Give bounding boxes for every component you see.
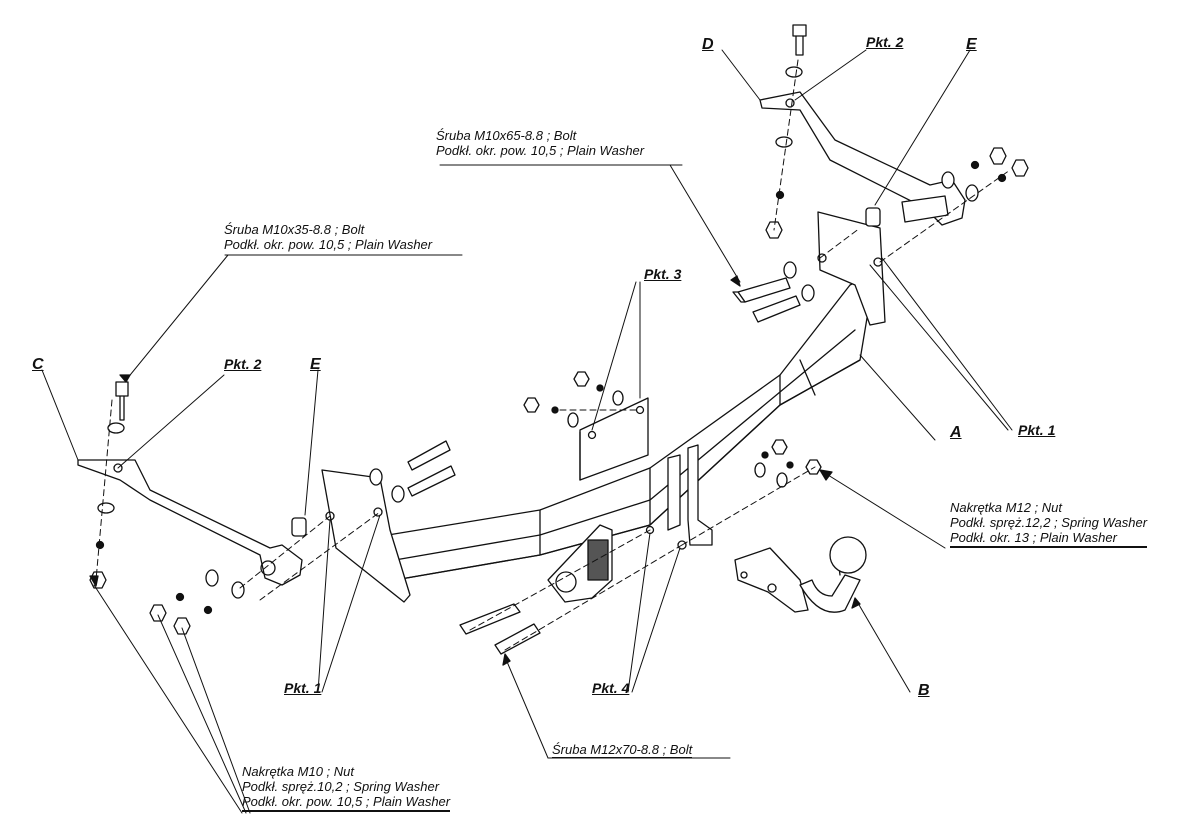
spring-washers	[95, 160, 1007, 615]
left-side-arm	[77, 459, 303, 586]
note-nut-m10-line-2: Podkł. spręż.10,2 ; Spring Washer	[242, 779, 440, 794]
note-nut-m12-line-2: Podkł. spręż.12,2 ; Spring Washer	[950, 515, 1148, 530]
label-c: C	[32, 356, 44, 373]
note-nut-m10: Nakrętka M10 ; Nut Podkł. spręż.10,2 ; S…	[242, 764, 451, 812]
note-nut-m12-line-1: Nakrętka M12 ; Nut	[950, 500, 1062, 515]
note-bolt-m12x70: Śruba M12x70-8.8 ; Bolt	[552, 742, 693, 758]
note-bolt-m10x65: Śruba M10x65-8.8 ; Bolt Podkł. okr. pow.…	[436, 128, 644, 158]
note-nut-m12-line-3: Podkł. okr. 13 ; Plain Washer	[950, 530, 1148, 548]
pkt-1-left: Pkt. 1	[284, 680, 322, 696]
note-bolt-m10x35: Śruba M10x35-8.8 ; Bolt Podkł. okr. pow.…	[224, 222, 432, 252]
ball-mount-brackets	[645, 444, 713, 550]
label-b: B	[918, 682, 930, 699]
pkt-1-right: Pkt. 1	[1018, 422, 1056, 438]
note-bolt-m10x65-line-2: Podkł. okr. pow. 10,5 ; Plain Washer	[436, 143, 645, 158]
spacer-tubes	[291, 207, 881, 537]
leader-arrowheads	[89, 275, 861, 666]
note-bolt-m10x35-line-2: Podkł. okr. pow. 10,5 ; Plain Washer	[224, 237, 433, 252]
pkt-4: Pkt. 4	[592, 680, 630, 696]
pkt-3: Pkt. 3	[644, 266, 682, 282]
pkt-2-left: Pkt. 2	[224, 356, 262, 372]
label-d: D	[702, 36, 714, 53]
note-nut-m10-line-1: Nakrętka M10 ; Nut	[242, 764, 354, 779]
label-a: A	[950, 424, 962, 441]
note-bolt-m10x35-line-1: Śruba M10x35-8.8 ; Bolt	[224, 222, 365, 237]
nuts	[89, 147, 1029, 635]
centre-hanger-bracket	[579, 397, 649, 481]
label-e-left: E	[310, 356, 321, 373]
leader-lines	[41, 49, 1013, 814]
label-e-right: E	[966, 36, 977, 53]
right-side-arm	[759, 91, 966, 226]
pkt-2-top: Pkt. 2	[866, 34, 904, 50]
tow-ball-detachable	[734, 536, 867, 613]
socket-plate	[547, 524, 613, 603]
note-nut-m12: Nakrętka M12 ; Nut Podkł. spręż.12,2 ; S…	[950, 500, 1148, 548]
note-nut-m10-line-3: Podkł. okr. pow. 10,5 ; Plain Washer	[242, 794, 451, 812]
assembly-axis-lines	[95, 59, 1011, 651]
right-mounting-plate	[817, 211, 886, 326]
note-bolt-m10x65-line-1: Śruba M10x65-8.8 ; Bolt	[436, 128, 577, 143]
bolts	[115, 24, 807, 655]
